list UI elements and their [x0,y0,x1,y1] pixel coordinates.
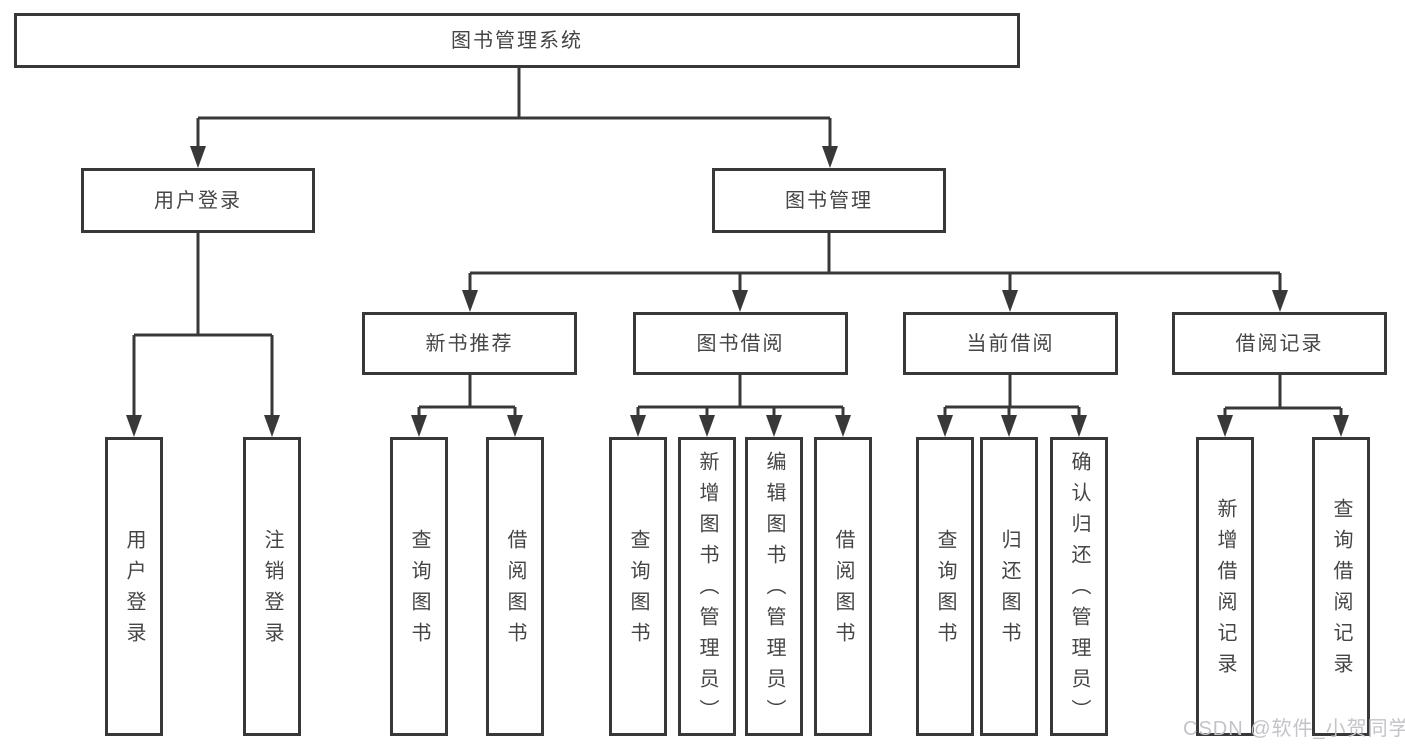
node-leaf-add-borrow-record: 新增借阅记录 [1196,437,1254,736]
arrowhead-icon [264,415,280,437]
node-leaf-query-book-3: 查询图书 [916,437,974,736]
arrowhead-icon [1217,415,1233,437]
node-borrow-records: 借阅记录 [1172,312,1387,375]
arrowhead-icon [507,415,523,437]
node-label-new-book-recommend: 新书推荐 [425,332,514,355]
node-label-leaf-query-book-3: 查询图书 [934,528,956,653]
arrowhead-icon [732,290,748,312]
arrowhead-icon [630,415,646,437]
node-label-leaf-return-book: 归还图书 [998,528,1020,653]
node-book-management-module: 图书管理 [712,168,946,233]
node-label-leaf-borrow-book-2: 借阅图书 [832,528,854,653]
arrowhead-icon [822,146,838,168]
node-label-book-management-module: 图书管理 [785,189,873,212]
node-label-leaf-query-book-1: 查询图书 [408,528,430,653]
node-label-root: 图书管理系统 [451,29,583,52]
node-leaf-query-book-2: 查询图书 [609,437,667,736]
node-leaf-edit-book-admin: 编辑图书（管理员） [745,437,803,736]
node-leaf-user-login: 用户登录 [105,437,163,736]
node-user-login-module: 用户登录 [81,168,315,233]
node-leaf-query-book-1: 查询图书 [390,437,448,736]
node-label-leaf-user-login: 用户登录 [123,528,145,653]
node-label-borrow-records: 借阅记录 [1235,332,1324,355]
arrowhead-icon [411,415,427,437]
arrowhead-icon [937,415,953,437]
node-root: 图书管理系统 [14,13,1020,68]
node-book-borrow: 图书借阅 [633,312,848,375]
node-leaf-logout: 注销登录 [243,437,301,736]
node-label-leaf-add-book-admin: 新增图书（管理员） [696,451,718,730]
node-label-book-borrow: 图书借阅 [696,332,785,355]
arrowhead-icon [1071,415,1087,437]
node-label-current-borrow: 当前借阅 [966,332,1055,355]
node-label-leaf-query-borrow-record: 查询借阅记录 [1330,497,1352,684]
arrowhead-icon [126,415,142,437]
node-new-book-recommend: 新书推荐 [362,312,577,375]
node-leaf-return-book: 归还图书 [980,437,1038,736]
node-label-leaf-logout: 注销登录 [261,528,283,653]
node-label-leaf-edit-book-admin: 编辑图书（管理员） [763,451,785,730]
node-current-borrow: 当前借阅 [903,312,1118,375]
node-label-user-login-module: 用户登录 [154,189,242,212]
node-leaf-add-book-admin: 新增图书（管理员） [678,437,736,736]
node-label-leaf-query-book-2: 查询图书 [627,528,649,653]
node-label-leaf-add-borrow-record: 新增借阅记录 [1214,497,1236,684]
arrowhead-icon [766,415,782,437]
arrowhead-icon [462,290,478,312]
node-leaf-confirm-return: 确认归还（管理员） [1050,437,1108,736]
node-leaf-query-borrow-record: 查询借阅记录 [1312,437,1370,736]
node-leaf-borrow-book-1: 借阅图书 [486,437,544,736]
arrowhead-icon [835,415,851,437]
arrowhead-icon [190,146,206,168]
arrowhead-icon [1002,290,1018,312]
arrowhead-icon [1272,290,1288,312]
arrowhead-icon [699,415,715,437]
arrowhead-icon [1333,415,1349,437]
node-label-leaf-confirm-return: 确认归还（管理员） [1068,451,1090,730]
arrowhead-icon [1001,415,1017,437]
node-leaf-borrow-book-2: 借阅图书 [814,437,872,736]
node-label-leaf-borrow-book-1: 借阅图书 [504,528,526,653]
